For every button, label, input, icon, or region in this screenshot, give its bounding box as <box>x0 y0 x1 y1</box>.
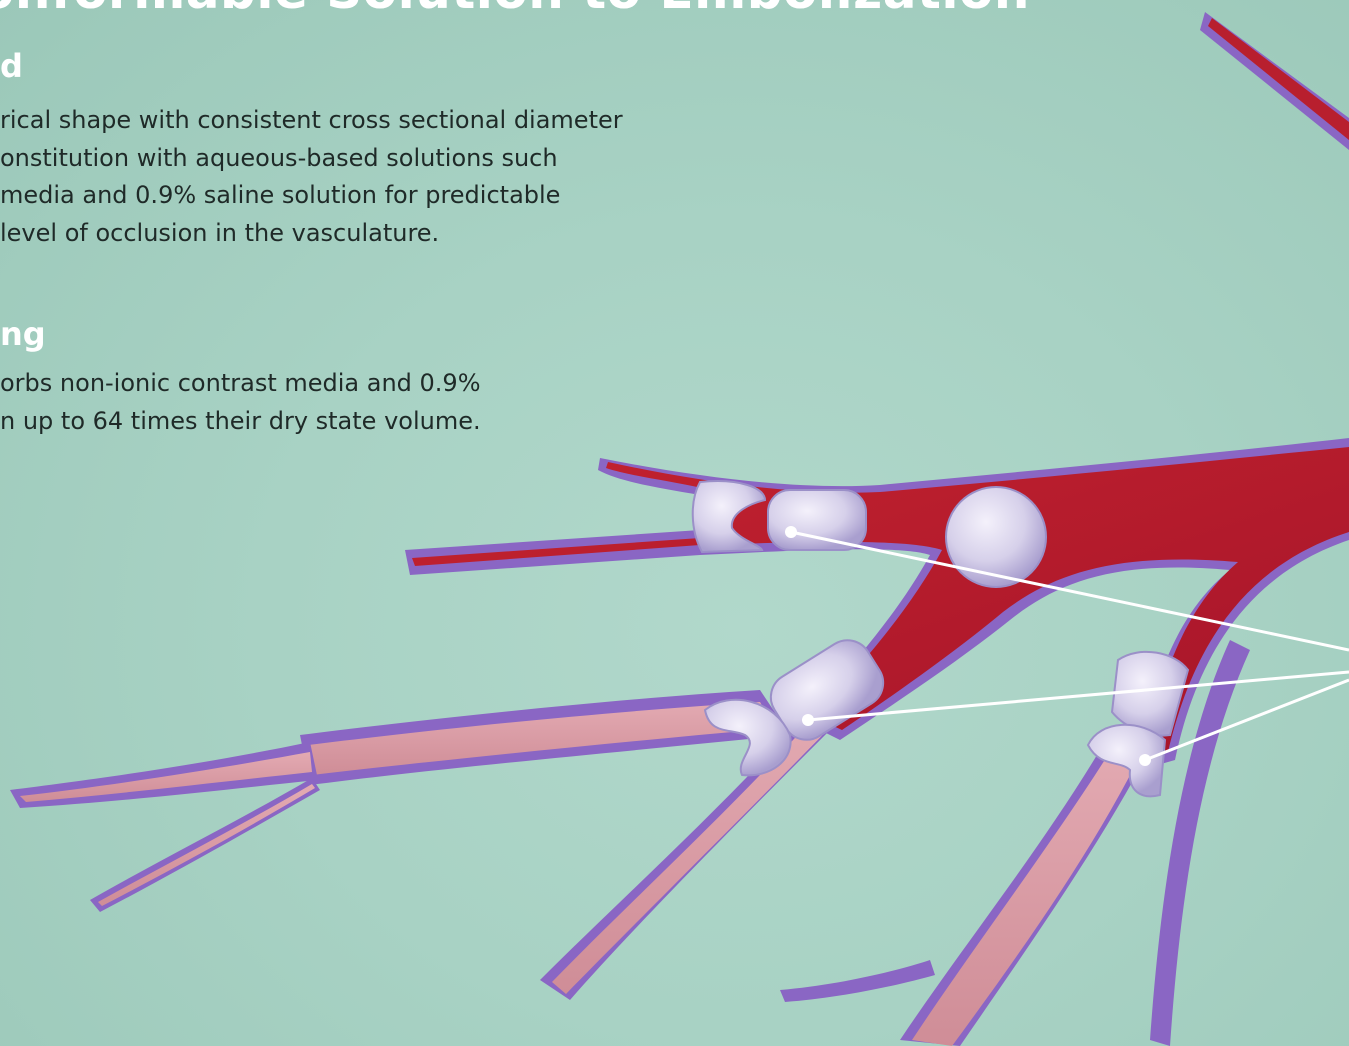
callout-dot <box>1139 754 1151 766</box>
sphere-particle-free <box>946 487 1046 587</box>
callout-dot <box>785 526 797 538</box>
particle-compressed-upper-a <box>768 490 866 550</box>
callout-dot <box>802 714 814 726</box>
vessel-top-right <box>1200 12 1349 150</box>
